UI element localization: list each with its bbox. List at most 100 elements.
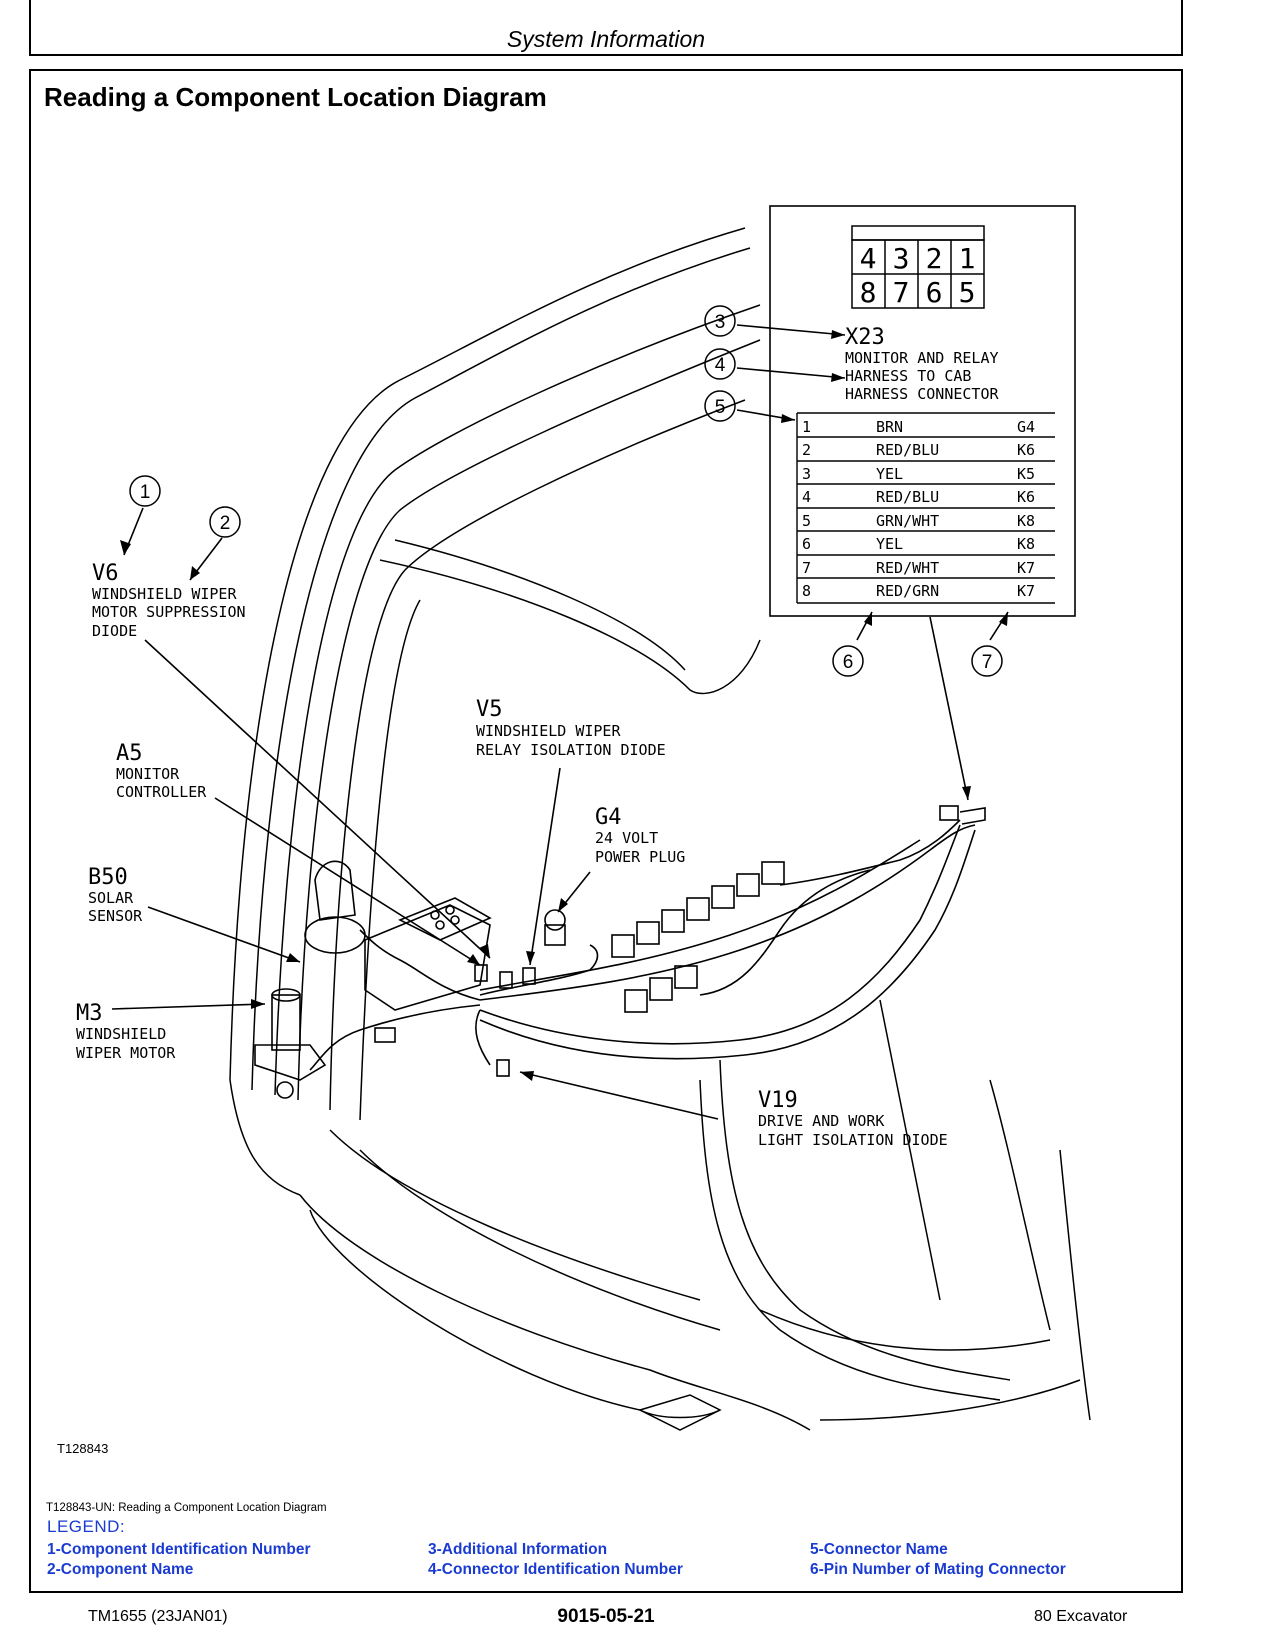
legend-item: 3-Additional Information [428,1541,608,1558]
callout-5-label: 5 [715,397,726,418]
legend-item: 4-Connector Identification Number [428,1561,683,1578]
svg-text:K8: K8 [1017,512,1035,530]
v5-name-1: WINDSHIELD WIPER [476,722,621,740]
v19-id: V19 [758,1088,798,1113]
v6-name-1: WINDSHIELD WIPER [92,585,237,603]
pin-top-2: 3 [893,242,910,275]
b50-id: B50 [88,865,128,890]
pin-table [796,412,1055,604]
svg-text:BRN: BRN [876,418,903,436]
legend-column-3: 5-Connector Name 6-Pin Number of Mating … [810,1540,1066,1580]
a5-id: A5 [116,741,143,766]
footer-model: 80 Excavator [1034,1608,1128,1625]
v5-id: V5 [476,697,503,722]
svg-text:3: 3 [802,465,811,483]
connector-info-box [769,205,1076,617]
v6-name-3: DIODE [92,622,137,640]
v6-name-2: MOTOR SUPPRESSION [92,603,246,621]
content-frame [29,69,1183,1593]
g4-name-1: 24 VOLT [595,829,658,847]
svg-text:YEL: YEL [876,535,903,553]
pin-top-4: 1 [959,242,976,275]
m3-name-1: WINDSHIELD [76,1025,166,1043]
svg-text:K6: K6 [1017,488,1035,506]
callout-6 [832,645,864,677]
v19-name-2: LIGHT ISOLATION DIODE [758,1131,948,1149]
v19-name-1: DRIVE AND WORK [758,1112,884,1130]
table-row: 5 GRN/WHT K8 [802,512,1035,530]
legend-item: 6-Pin Number of Mating Connector [810,1561,1066,1578]
svg-text:8: 8 [802,582,811,600]
section-title: System Information [506,26,706,52]
callout-1 [129,475,161,507]
a5-name-1: MONITOR [116,765,180,783]
header-box: System Information [29,0,1183,56]
svg-text:RED/BLU: RED/BLU [876,488,939,506]
g4-id: G4 [595,805,622,830]
footer-manual-id: TM1655 (23JAN01) [88,1608,228,1625]
table-row: 1 BRN G4 [802,418,1035,436]
a5-name-2: CONTROLLER [116,783,207,801]
svg-text:K7: K7 [1017,559,1035,577]
svg-text:K8: K8 [1017,535,1035,553]
v6-id: V6 [92,561,119,586]
connector-name-line-2: HARNESS TO CAB [845,367,971,385]
svg-text:G4: G4 [1017,418,1035,436]
table-row: 3 YEL K5 [802,465,1035,483]
callout-1-label: 1 [140,482,151,503]
cab-outline [229,227,1091,1431]
svg-text:4: 4 [802,488,811,506]
pin-bottom-3: 6 [926,276,943,309]
table-row: 4 RED/BLU K6 [802,488,1035,506]
legend-item: 1-Component Identification Number [47,1541,311,1558]
svg-text:K6: K6 [1017,441,1035,459]
callout-2 [209,506,241,538]
callout-7 [971,645,1003,677]
svg-text:5: 5 [802,512,811,530]
pin-bottom-4: 5 [959,276,976,309]
callout-2-label: 2 [220,513,231,534]
page-title: Reading a Component Location Diagram [44,82,547,112]
callout-4 [704,348,736,380]
legend-item: 2-Component Name [47,1561,194,1578]
callout-7-label: 7 [982,652,993,673]
pin-top-1: 4 [860,242,877,275]
legend-title: LEGEND: [47,1517,126,1536]
callout-6-label: 6 [843,652,854,673]
connector-name-line-3: HARNESS CONNECTOR [845,385,999,403]
m3-name-2: WIPER MOTOR [76,1044,176,1062]
footer-page-number: 9015-05-21 [557,1606,655,1627]
pin-bottom-2: 7 [893,276,910,309]
m3-id: M3 [76,1001,103,1026]
connector-pinout [851,225,985,309]
callout-4-label: 4 [715,355,726,376]
v5-name-2: RELAY ISOLATION DIODE [476,741,666,759]
svg-text:1: 1 [802,418,811,436]
table-row: 8 RED/GRN K7 [802,582,1035,600]
figure-id: T128843 [57,1441,109,1456]
svg-text:2: 2 [802,441,811,459]
svg-text:K7: K7 [1017,582,1035,600]
wiring-harness [254,805,986,1099]
svg-text:K5: K5 [1017,465,1035,483]
svg-text:GRN/WHT: GRN/WHT [876,512,939,530]
legend-item: 5-Connector Name [810,1541,948,1558]
svg-text:YEL: YEL [876,465,903,483]
g4-name-2: POWER PLUG [595,848,685,866]
connector-id: X23 [845,325,885,350]
figure-caption: T128843-UN: Reading a Component Location… [46,1502,327,1514]
pin-bottom-1: 8 [860,276,877,309]
callout-circles [129,305,1003,677]
b50-name-2: SENSOR [88,907,143,925]
legend-column-2: 3-Additional Information 4-Connector Ide… [428,1540,683,1580]
callout-3 [704,305,736,337]
legend-column-1: 1-Component Identification Number 2-Comp… [47,1540,311,1580]
svg-text:RED/GRN: RED/GRN [876,582,939,600]
callout-3-label: 3 [715,312,726,333]
callout-5 [704,390,736,422]
